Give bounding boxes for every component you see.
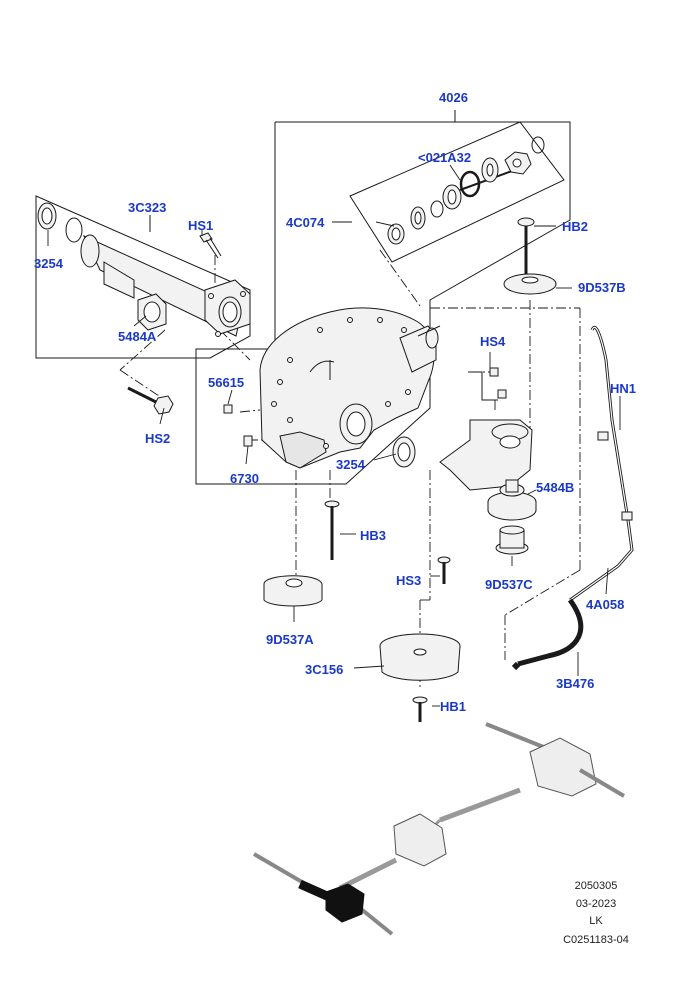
- label-3c156: 3C156: [305, 662, 344, 677]
- label-hs2: HS2: [145, 431, 171, 446]
- bolt-hs1: [199, 232, 222, 259]
- label-4c074: 4C074: [286, 215, 325, 230]
- bolt-hb1: [412, 696, 428, 722]
- footer-model: LK: [589, 915, 603, 927]
- tube-3c323: [37, 202, 251, 337]
- highlighted-front-axle: [298, 879, 365, 923]
- footer-date: 03-2023: [575, 898, 617, 910]
- bolt-hb2: [517, 217, 535, 276]
- pad-9d537a: [263, 575, 323, 607]
- bushing-5484b: [487, 479, 537, 521]
- label-5484a: 5484A: [118, 329, 157, 344]
- bolt-hb3: [324, 500, 340, 560]
- label-5484b: 5484B: [536, 480, 575, 495]
- leader-lines: [47, 164, 621, 707]
- driveline-locator: [252, 722, 626, 936]
- plug-6730: [243, 435, 253, 447]
- label-hs1: HS1: [188, 218, 214, 233]
- group-box-3c323: [35, 195, 251, 359]
- seal-3254-mid: [392, 436, 416, 468]
- plug-56615: [223, 404, 233, 414]
- washer-9d537b: [503, 273, 557, 295]
- label-hb3: HB3: [360, 528, 387, 543]
- label-hs3: HS3: [396, 573, 422, 588]
- label-hb2: HB2: [562, 219, 589, 234]
- label-9d537a: 9D537A: [266, 632, 314, 647]
- label-9d537b: 9D537B: [578, 280, 626, 295]
- label-021a32: <021A32: [418, 150, 472, 165]
- label-3c323: 3C323: [128, 200, 167, 215]
- bolt-hs3: [437, 556, 451, 584]
- footer-code: C0251183-04: [563, 934, 629, 946]
- insulator-3c156: [379, 633, 461, 681]
- label-3254-mid: 3254: [336, 457, 365, 472]
- label-hb1: HB1: [440, 699, 467, 714]
- differential-housing: [259, 307, 441, 469]
- washer-9d537c: [495, 525, 529, 555]
- label-3b476: 3B476: [556, 676, 595, 691]
- breather-pipe: [511, 326, 634, 671]
- mount-bracket: [439, 371, 533, 491]
- label-9d537c: 9D537C: [485, 577, 533, 592]
- label-hs4: HS4: [480, 334, 506, 349]
- label-6730: 6730: [230, 471, 259, 486]
- label-4a058: 4A058: [586, 597, 625, 612]
- bolt-hs2: [127, 386, 174, 415]
- label-4026: 4026: [439, 90, 468, 105]
- label-56615: 56615: [208, 375, 245, 390]
- label-hn1: HN1: [610, 381, 637, 396]
- group-box-4c074: [332, 121, 565, 263]
- label-3254-left: 3254: [34, 256, 63, 271]
- bolt-hs4: [489, 367, 507, 399]
- seal-stack-4c074: [387, 136, 545, 245]
- footer-ref: 2050305: [574, 880, 618, 892]
- group-box-4026: [195, 110, 571, 485]
